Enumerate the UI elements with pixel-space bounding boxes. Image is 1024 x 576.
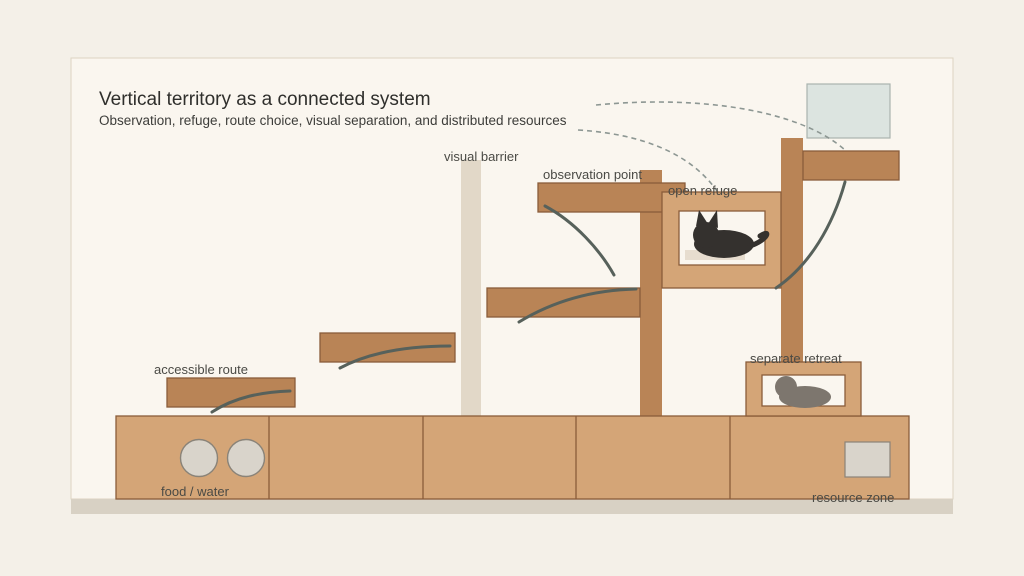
bowl-icon — [179, 438, 219, 478]
diagram-subtitle: Observation, refuge, route choice, visua… — [99, 113, 567, 128]
label-open-refuge: open refuge — [668, 183, 737, 198]
resource-box — [844, 441, 891, 478]
window-icon — [806, 83, 891, 139]
label-observation-point: observation point — [543, 167, 642, 182]
cat-sleeping-icon — [775, 376, 831, 408]
cat-sitting-icon — [693, 210, 770, 258]
floor-strip — [71, 499, 953, 514]
label-visual-barrier: visual barrier — [444, 149, 519, 164]
shelf-observation — [537, 182, 686, 213]
sightline-upper — [595, 101, 846, 151]
diagram-title: Vertical territory as a connected system — [99, 89, 431, 110]
label-accessible-route: accessible route — [154, 362, 248, 377]
label-resource-zone: resource zone — [812, 490, 894, 505]
visual-barrier-panel — [461, 160, 481, 416]
label-separate-retreat: separate retreat — [750, 351, 842, 366]
shelf-top-right — [802, 150, 900, 181]
center-post — [640, 170, 662, 416]
right-post — [781, 138, 803, 363]
bowl-icon — [226, 438, 266, 478]
route-lines — [210, 180, 847, 414]
label-food-water: food / water — [161, 484, 230, 499]
